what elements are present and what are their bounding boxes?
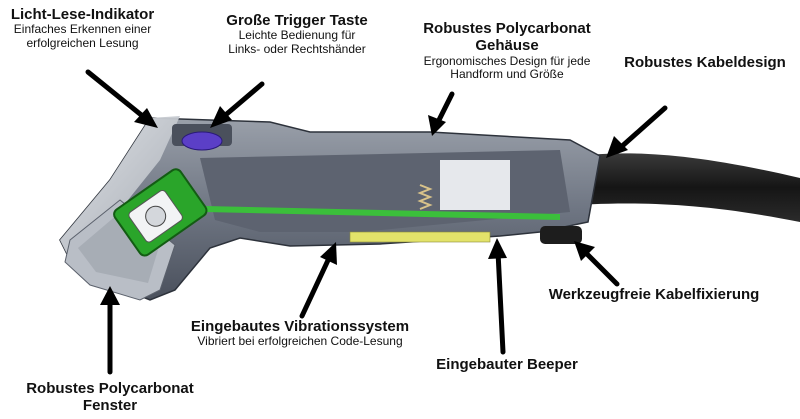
label-trigger-title: Große Trigger Taste [226, 12, 368, 29]
label-housing-title: Robustes Polycarbonat Gehäuse [423, 20, 591, 55]
callout-arrows [85, 69, 668, 375]
cable-clip [540, 226, 582, 244]
label-vibration-title: Eingebautes Vibrationssystem [190, 318, 410, 335]
label-cable: Robustes Kabeldesign [612, 54, 798, 71]
label-vibration: Eingebautes Vibrationssystem Vibriert be… [170, 318, 430, 349]
pcb-board [205, 206, 560, 220]
label-window-title: Robustes Polycarbonat Fenster [26, 380, 194, 415]
cable [560, 153, 800, 222]
label-beeper-title: Eingebauter Beeper [436, 356, 578, 373]
label-indicator-desc: Einfaches Erkennen einer erfolgreichen L… [13, 22, 152, 51]
label-beeper: Eingebauter Beeper [412, 356, 602, 373]
label-window: Robustes Polycarbonat Fenster [10, 380, 210, 415]
scan-engine [113, 168, 208, 257]
inner-block [440, 160, 510, 210]
label-indicator: Licht-Lese-Indikator Einfaches Erkennen … [0, 6, 165, 51]
label-fixation-title: Werkzeugfreie Kabelfixierung [548, 286, 760, 303]
label-housing-desc: Ergonomisches Design für jede Handform u… [423, 53, 591, 82]
label-trigger-desc: Leichte Bedienung für Links- oder Rechts… [228, 28, 366, 57]
label-indicator-title: Licht-Lese-Indikator [10, 6, 155, 23]
window-glass [78, 214, 158, 283]
label-trigger: Große Trigger Taste Leichte Bedienung fü… [222, 12, 372, 57]
label-vibration-desc: Vibriert bei erfolgreichen Code-Lesung [197, 334, 403, 349]
label-cable-title: Robustes Kabeldesign [624, 54, 786, 71]
trigger-button [181, 131, 223, 151]
label-housing: Robustes Polycarbonat Gehäuse Ergonomisc… [402, 20, 612, 82]
beeper-strip [349, 231, 491, 243]
label-fixation: Werkzeugfreie Kabelfixierung [528, 286, 780, 303]
vibration-spring [417, 184, 433, 210]
